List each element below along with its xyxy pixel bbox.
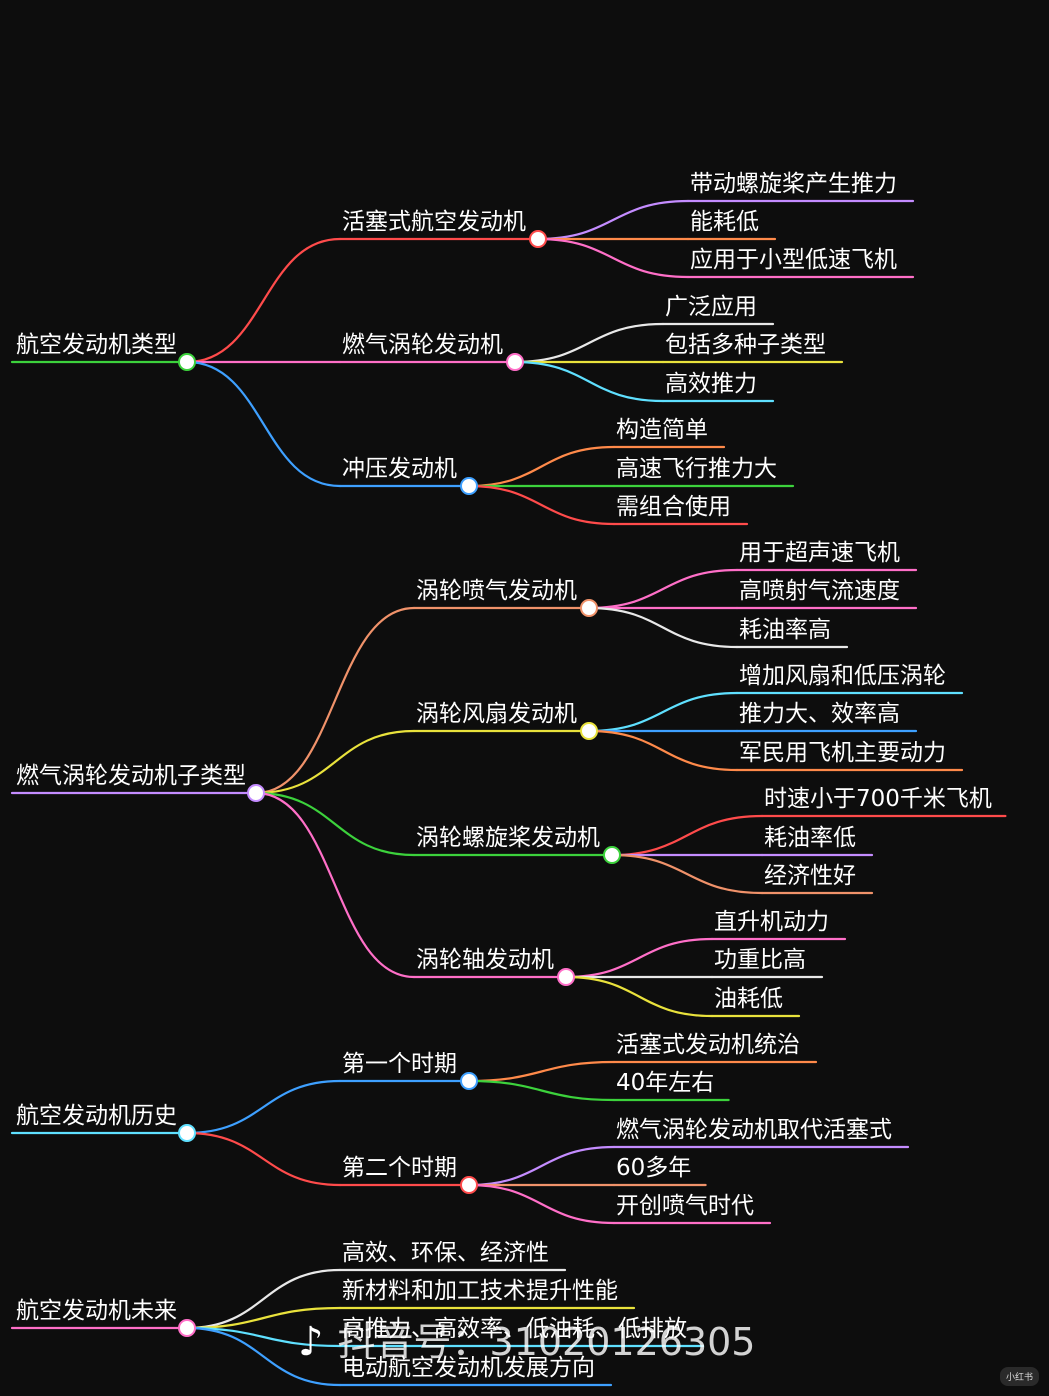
leaf-label: 高效推力 xyxy=(665,371,757,397)
leaf-connector xyxy=(610,814,764,857)
root-collapse-toggle[interactable] xyxy=(247,784,265,802)
root-topic-label: 航空发动机类型 xyxy=(16,332,177,358)
branch-label: 涡轮螺旋桨发动机 xyxy=(416,825,600,851)
leaf-label: 电动航空发动机发展方向 xyxy=(342,1355,595,1381)
leaf-label: 高喷射气流速度 xyxy=(739,578,900,604)
leaf-connector xyxy=(467,1079,616,1102)
leaf-connector xyxy=(564,937,714,979)
leaf-connector xyxy=(564,975,714,1018)
branch-label: 冲压发动机 xyxy=(342,456,457,482)
branch-connector xyxy=(254,729,416,795)
branch-connector xyxy=(254,606,416,795)
leaf-label: 活塞式发动机统治 xyxy=(616,1032,800,1058)
branch-label: 涡轮轴发动机 xyxy=(416,947,554,973)
leaf-label: 带动螺旋桨产生推力 xyxy=(690,171,897,197)
leaf-label: 耗油率高 xyxy=(739,617,831,643)
leaf-label: 新材料和加工技术提升性能 xyxy=(342,1278,618,1304)
branch-collapse-toggle[interactable] xyxy=(529,230,547,248)
leaf-label: 需组合使用 xyxy=(616,494,731,520)
root-topic-label: 航空发动机未来 xyxy=(16,1298,177,1324)
branch-collapse-toggle[interactable] xyxy=(603,846,621,864)
leaf-connector xyxy=(513,322,665,364)
branch-connector xyxy=(185,1079,342,1135)
leaf-label: 军民用飞机主要动力 xyxy=(739,740,946,766)
leaf-label: 用于超声速飞机 xyxy=(739,540,900,566)
leaf-label: 能耗低 xyxy=(690,209,759,235)
leaf-label: 60多年 xyxy=(616,1155,692,1181)
branch-label: 第一个时期 xyxy=(342,1051,457,1077)
leaf-connector xyxy=(185,1306,342,1330)
leaf-label: 经济性好 xyxy=(764,863,856,889)
leaf-label: 油耗低 xyxy=(714,986,783,1012)
douyin-watermark: ♪ 抖音号：31020126305 xyxy=(298,1322,755,1362)
leaf-label: 包括多种子类型 xyxy=(665,332,826,358)
leaf-connector xyxy=(610,853,764,895)
root-topic-label: 燃气涡轮发动机子类型 xyxy=(16,763,246,789)
douyin-logo-icon: ♪ xyxy=(298,1319,324,1365)
branch-label: 燃气涡轮发动机 xyxy=(342,332,503,358)
leaf-connector xyxy=(467,484,616,526)
leaf-connector xyxy=(587,606,739,649)
leaf-label: 高效、环保、经济性 xyxy=(342,1240,549,1266)
leaf-connector xyxy=(587,568,739,610)
branch-connector xyxy=(185,360,342,488)
leaf-label: 高速飞行推力大 xyxy=(616,456,777,482)
xiaohongshu-badge: 小红书 xyxy=(999,1367,1039,1386)
branch-collapse-toggle[interactable] xyxy=(580,599,598,617)
branch-collapse-toggle[interactable] xyxy=(460,1176,478,1194)
branch-collapse-toggle[interactable] xyxy=(506,353,524,371)
root-collapse-toggle[interactable] xyxy=(178,1319,196,1337)
branch-label: 活塞式航空发动机 xyxy=(342,209,526,235)
branch-collapse-toggle[interactable] xyxy=(460,477,478,495)
leaf-connector xyxy=(185,1326,342,1387)
watermark-text: 抖音号：31020126305 xyxy=(337,1320,756,1364)
branch-connector xyxy=(185,237,342,364)
leaf-connector xyxy=(467,1060,616,1083)
root-collapse-toggle[interactable] xyxy=(178,353,196,371)
leaf-connector xyxy=(467,1145,616,1187)
branch-label: 涡轮风扇发动机 xyxy=(416,701,577,727)
leaf-label: 直升机动力 xyxy=(714,909,829,935)
leaf-label: 功重比高 xyxy=(714,947,806,973)
branch-collapse-toggle[interactable] xyxy=(580,722,598,740)
branch-collapse-toggle[interactable] xyxy=(460,1072,478,1090)
leaf-connector xyxy=(587,729,739,772)
leaf-label: 高推力、高效率、低油耗、低排放 xyxy=(342,1316,687,1342)
branch-connector xyxy=(185,1131,342,1187)
leaf-label: 开创喷气时代 xyxy=(616,1193,754,1219)
leaf-label: 增加风扇和低压涡轮 xyxy=(739,663,946,689)
leaf-connector xyxy=(536,199,690,241)
leaf-connector xyxy=(467,1183,616,1225)
branch-connector xyxy=(254,791,416,979)
leaf-connector xyxy=(467,445,616,488)
root-collapse-toggle[interactable] xyxy=(178,1124,196,1142)
leaf-connector xyxy=(185,1268,342,1330)
leaf-label: 耗油率低 xyxy=(764,825,856,851)
branch-label: 第二个时期 xyxy=(342,1155,457,1181)
leaf-connector xyxy=(587,691,739,733)
branch-label: 涡轮喷气发动机 xyxy=(416,578,577,604)
leaf-label: 时速小于700千米飞机 xyxy=(764,786,992,812)
leaf-label: 40年左右 xyxy=(616,1070,715,1096)
leaf-connector xyxy=(185,1326,342,1348)
leaf-label: 应用于小型低速飞机 xyxy=(690,247,897,273)
leaf-connector xyxy=(536,237,690,279)
leaf-label: 广泛应用 xyxy=(665,294,757,320)
leaf-label: 推力大、效率高 xyxy=(739,701,900,727)
root-topic-label: 航空发动机历史 xyxy=(16,1103,177,1129)
branch-connector xyxy=(254,791,416,857)
leaf-connector xyxy=(513,360,665,403)
branch-collapse-toggle[interactable] xyxy=(557,968,575,986)
leaf-label: 构造简单 xyxy=(616,417,708,443)
leaf-label: 燃气涡轮发动机取代活塞式 xyxy=(616,1117,892,1143)
